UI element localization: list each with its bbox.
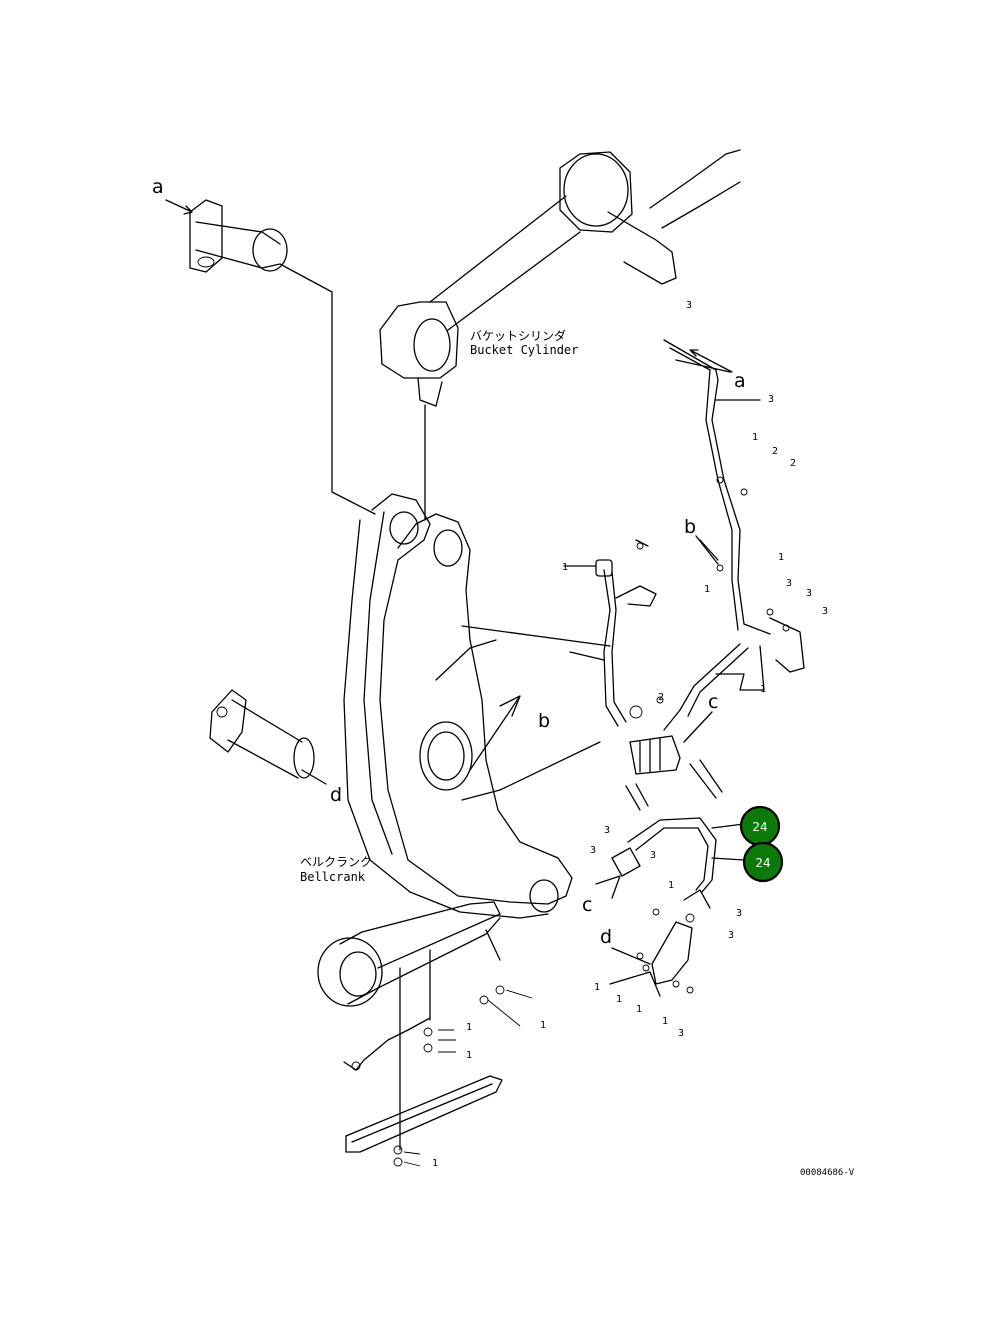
- ref-letter-b-right: b: [684, 516, 696, 538]
- part-number: 1: [616, 994, 622, 1005]
- bucket-cylinder-label-jp: バケットシリンダ: [470, 328, 566, 343]
- part-number: 3: [728, 930, 734, 941]
- part-number: 3: [806, 588, 812, 599]
- callout-24-upper[interactable]: 24: [739, 805, 781, 847]
- drawing-id: 00084686-V: [800, 1168, 855, 1178]
- part-number: 3: [604, 825, 610, 836]
- ref-letter-c-hose: c: [582, 894, 592, 916]
- part-number: 1: [594, 982, 600, 993]
- right-hardware: [629, 476, 790, 994]
- part-number: 1: [636, 1004, 642, 1015]
- ref-letter-c-manifold: c: [708, 691, 718, 713]
- part-number: 1: [778, 552, 784, 563]
- part-number: 2: [772, 446, 778, 457]
- hose-bracket: [609, 921, 693, 997]
- part-number: 1: [662, 1016, 668, 1027]
- callout-circle[interactable]: [742, 841, 784, 883]
- callout-24-lower[interactable]: 24: [742, 841, 784, 883]
- part-number: 1: [760, 684, 766, 695]
- ref-letter-a-left: a: [152, 176, 164, 198]
- ref-letter-b-bellcrank: b: [538, 710, 550, 732]
- grease-line-right: [663, 339, 805, 731]
- callout-circle[interactable]: [739, 805, 781, 847]
- part-numbers: 3 3 1 2 2 1 1 3 3 3 1 1 2 3 3 3 1 3 3 1 …: [432, 300, 828, 1169]
- part-number: 1: [704, 584, 710, 595]
- part-number: 1: [466, 1022, 472, 1033]
- part-number: 3: [650, 850, 656, 861]
- part-number: 1: [432, 1158, 438, 1169]
- bucket-cylinder: バケットシリンダ Bucket Cylinder: [379, 149, 741, 521]
- part-number: 3: [822, 606, 828, 617]
- part-number: 2: [790, 458, 796, 469]
- part-number: 3: [678, 1028, 684, 1039]
- part-number: 1: [752, 432, 758, 443]
- part-number: 1: [466, 1050, 472, 1061]
- part-number: 3: [590, 845, 596, 856]
- pin-d: [209, 689, 327, 785]
- grease-manifold: [625, 735, 723, 811]
- part-number: 1: [540, 1020, 546, 1031]
- part-number: 3: [768, 394, 774, 405]
- part-number: 1: [668, 880, 674, 891]
- part-number: 1: [562, 562, 568, 573]
- lower-hardware: [343, 985, 533, 1167]
- hose-assembly: [595, 817, 745, 909]
- pin-a: [189, 199, 376, 515]
- grease-line-center: [563, 539, 657, 727]
- ref-letter-d-pin: d: [330, 784, 342, 806]
- link-arm: [317, 901, 501, 1151]
- bellcrank-label-jp: ベルクランク: [300, 855, 372, 869]
- reference-letters: a a b b c c d d: [152, 176, 746, 948]
- ref-letter-a-right: a: [734, 370, 746, 392]
- part-number: 3: [786, 578, 792, 589]
- part-number: 2: [658, 692, 664, 703]
- bellcrank: ベルクランク Bellcrank: [300, 493, 611, 919]
- part-number: 3: [686, 300, 692, 311]
- bellcrank-label-en: Bellcrank: [300, 870, 366, 884]
- part-number: 3: [736, 908, 742, 919]
- bucket-cylinder-label-en: Bucket Cylinder: [470, 343, 578, 357]
- ref-letter-d-bracket: d: [600, 926, 612, 948]
- guard-plate: [345, 1075, 503, 1153]
